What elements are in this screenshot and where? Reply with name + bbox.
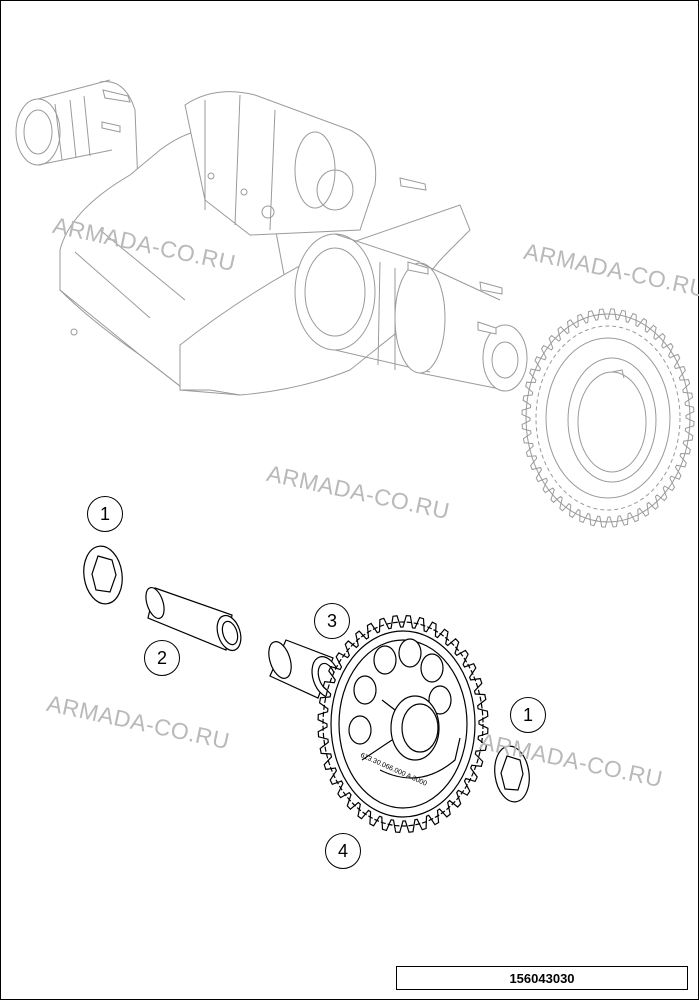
crankshaft-gear [525,313,691,523]
balancer-gear-teeth [317,614,489,834]
callout-part-1: 1 [87,496,123,532]
drawing-number: 156043030 [396,966,688,990]
lock-washer-right [494,745,530,803]
crankshaft [15,79,528,396]
balancer-gear [322,621,484,827]
callout-part-2: 2 [144,640,180,676]
lock-washer-left [83,545,123,605]
callout-part-1: 1 [510,697,546,733]
crankshaft-gear-teeth [521,308,695,528]
callout-part-4: 4 [325,833,361,869]
balancer-shaft-sleeve [145,586,242,652]
callout-part-3: 3 [314,603,350,639]
